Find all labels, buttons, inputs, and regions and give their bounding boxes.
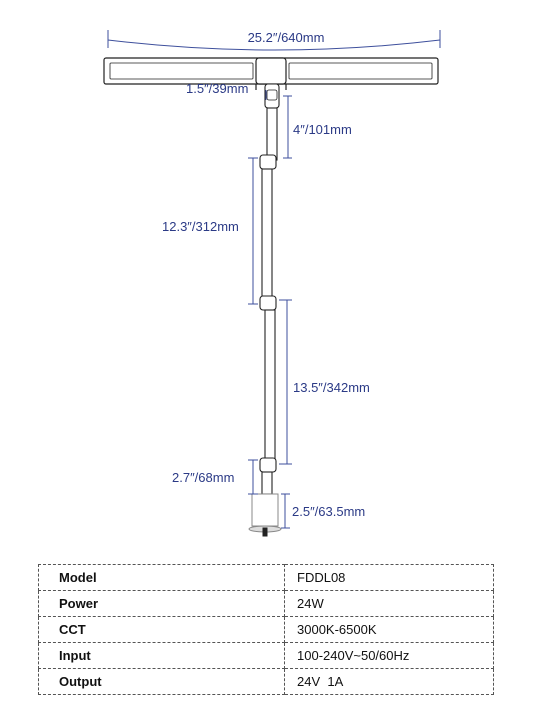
spec-row-cct: CCT 3000K-6500K xyxy=(38,616,494,643)
arm-lower-label: 2.7″/68mm xyxy=(172,470,234,485)
spec-value: 24W xyxy=(284,590,494,617)
clamp-label: 2.5″/63.5mm xyxy=(292,504,365,519)
joint-lower xyxy=(259,457,277,473)
spec-value: 24V 1A xyxy=(284,668,494,695)
arm-upper-label: 12.3″/312mm xyxy=(162,219,239,234)
arm-middle-label: 13.5″/342mm xyxy=(293,380,370,395)
spec-key: Input xyxy=(38,642,285,669)
clamp-base xyxy=(248,493,282,537)
spec-key: Model xyxy=(38,564,285,591)
arm-middle xyxy=(264,309,276,461)
joint-middle xyxy=(259,295,277,311)
spec-row-model: Model FDDL08 xyxy=(38,564,494,591)
arm-top-label: 4″/101mm xyxy=(293,122,352,137)
spec-value: 3000K-6500K xyxy=(284,616,494,643)
dimension-lines xyxy=(248,90,292,529)
joint-label: 1.5″/39mm xyxy=(186,81,248,96)
arm-upper xyxy=(261,168,273,300)
width-label: 25.2″/640mm xyxy=(248,30,325,45)
spec-value: FDDL08 xyxy=(284,564,494,591)
head-joint xyxy=(264,83,280,109)
joint-upper xyxy=(259,154,277,170)
spec-key: Output xyxy=(38,668,285,695)
arm-top xyxy=(266,107,278,161)
lamp-head xyxy=(103,57,439,90)
spec-value: 100-240V~50/60Hz xyxy=(284,642,494,669)
lamp-diagram: 25.2″/640mm xyxy=(103,30,441,537)
spec-row-output: Output 24V 1A xyxy=(38,668,494,695)
arm-lower xyxy=(261,471,273,495)
spec-row-input: Input 100-240V~50/60Hz xyxy=(38,642,494,669)
spec-table: Model FDDL08 Power 24W CCT 3000K-6500K I… xyxy=(38,564,494,695)
spec-key: Power xyxy=(38,590,285,617)
spec-row-power: Power 24W xyxy=(38,590,494,617)
width-dimension xyxy=(107,30,441,51)
spec-key: CCT xyxy=(38,616,285,643)
